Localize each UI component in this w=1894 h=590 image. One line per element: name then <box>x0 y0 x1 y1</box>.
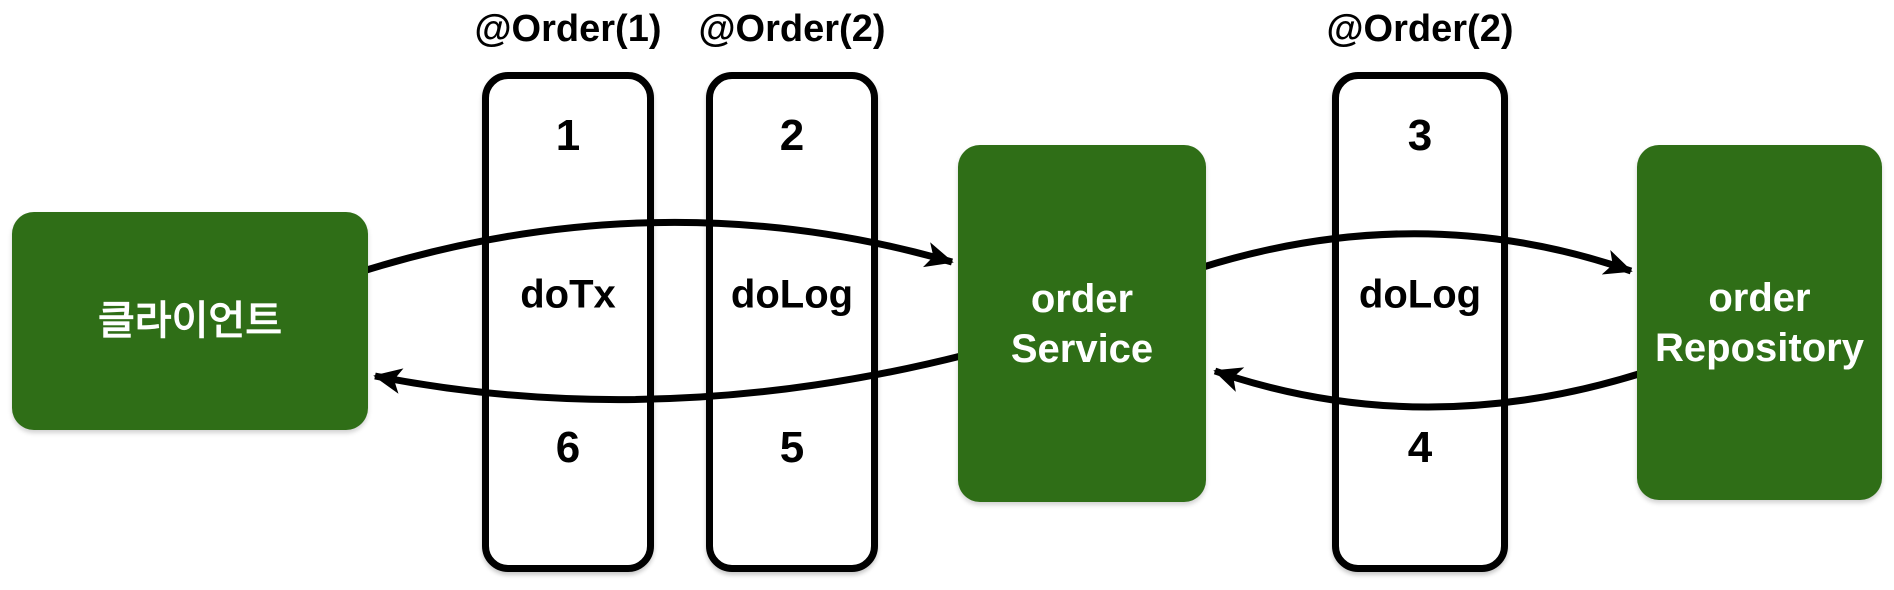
arrow-service-to-client <box>373 351 966 404</box>
client-label: 클라이언트 <box>98 299 282 343</box>
client-node: 클라이언트 <box>12 212 368 430</box>
order-annotation-1: @Order(1) <box>474 8 662 50</box>
call-seq-1: 1 <box>555 110 581 160</box>
order-repository-label-line1: order <box>1708 275 1811 320</box>
advice-box-dolog-right <box>1332 72 1508 572</box>
arrow-service-to-repository <box>1198 230 1633 275</box>
arrow-client-to-service <box>358 218 954 276</box>
return-seq-4: 4 <box>1407 423 1433 473</box>
arrow-repository-to-service <box>1213 367 1644 411</box>
call-seq-3: 3 <box>1407 110 1433 160</box>
order-annotation-2: @Order(2) <box>698 8 886 50</box>
order-service-node: order Service <box>958 145 1206 502</box>
method-dolog-left: doLog <box>730 272 854 317</box>
advice-box-dotx <box>482 72 654 572</box>
return-seq-5: 5 <box>779 423 805 473</box>
method-dotx: doTx <box>520 272 616 317</box>
order-repository-node: order Repository <box>1637 145 1882 500</box>
order-annotation-3: @Order(2) <box>1326 8 1514 50</box>
return-seq-6: 6 <box>555 423 581 473</box>
method-dolog-right: doLog <box>1358 272 1482 317</box>
order-service-label-line2: Service <box>1010 326 1154 371</box>
advice-box-dolog-left <box>706 72 878 572</box>
order-repository-label-line2: Repository <box>1655 325 1864 370</box>
call-seq-2: 2 <box>779 110 805 160</box>
order-service-label-line1: order <box>1030 276 1134 321</box>
